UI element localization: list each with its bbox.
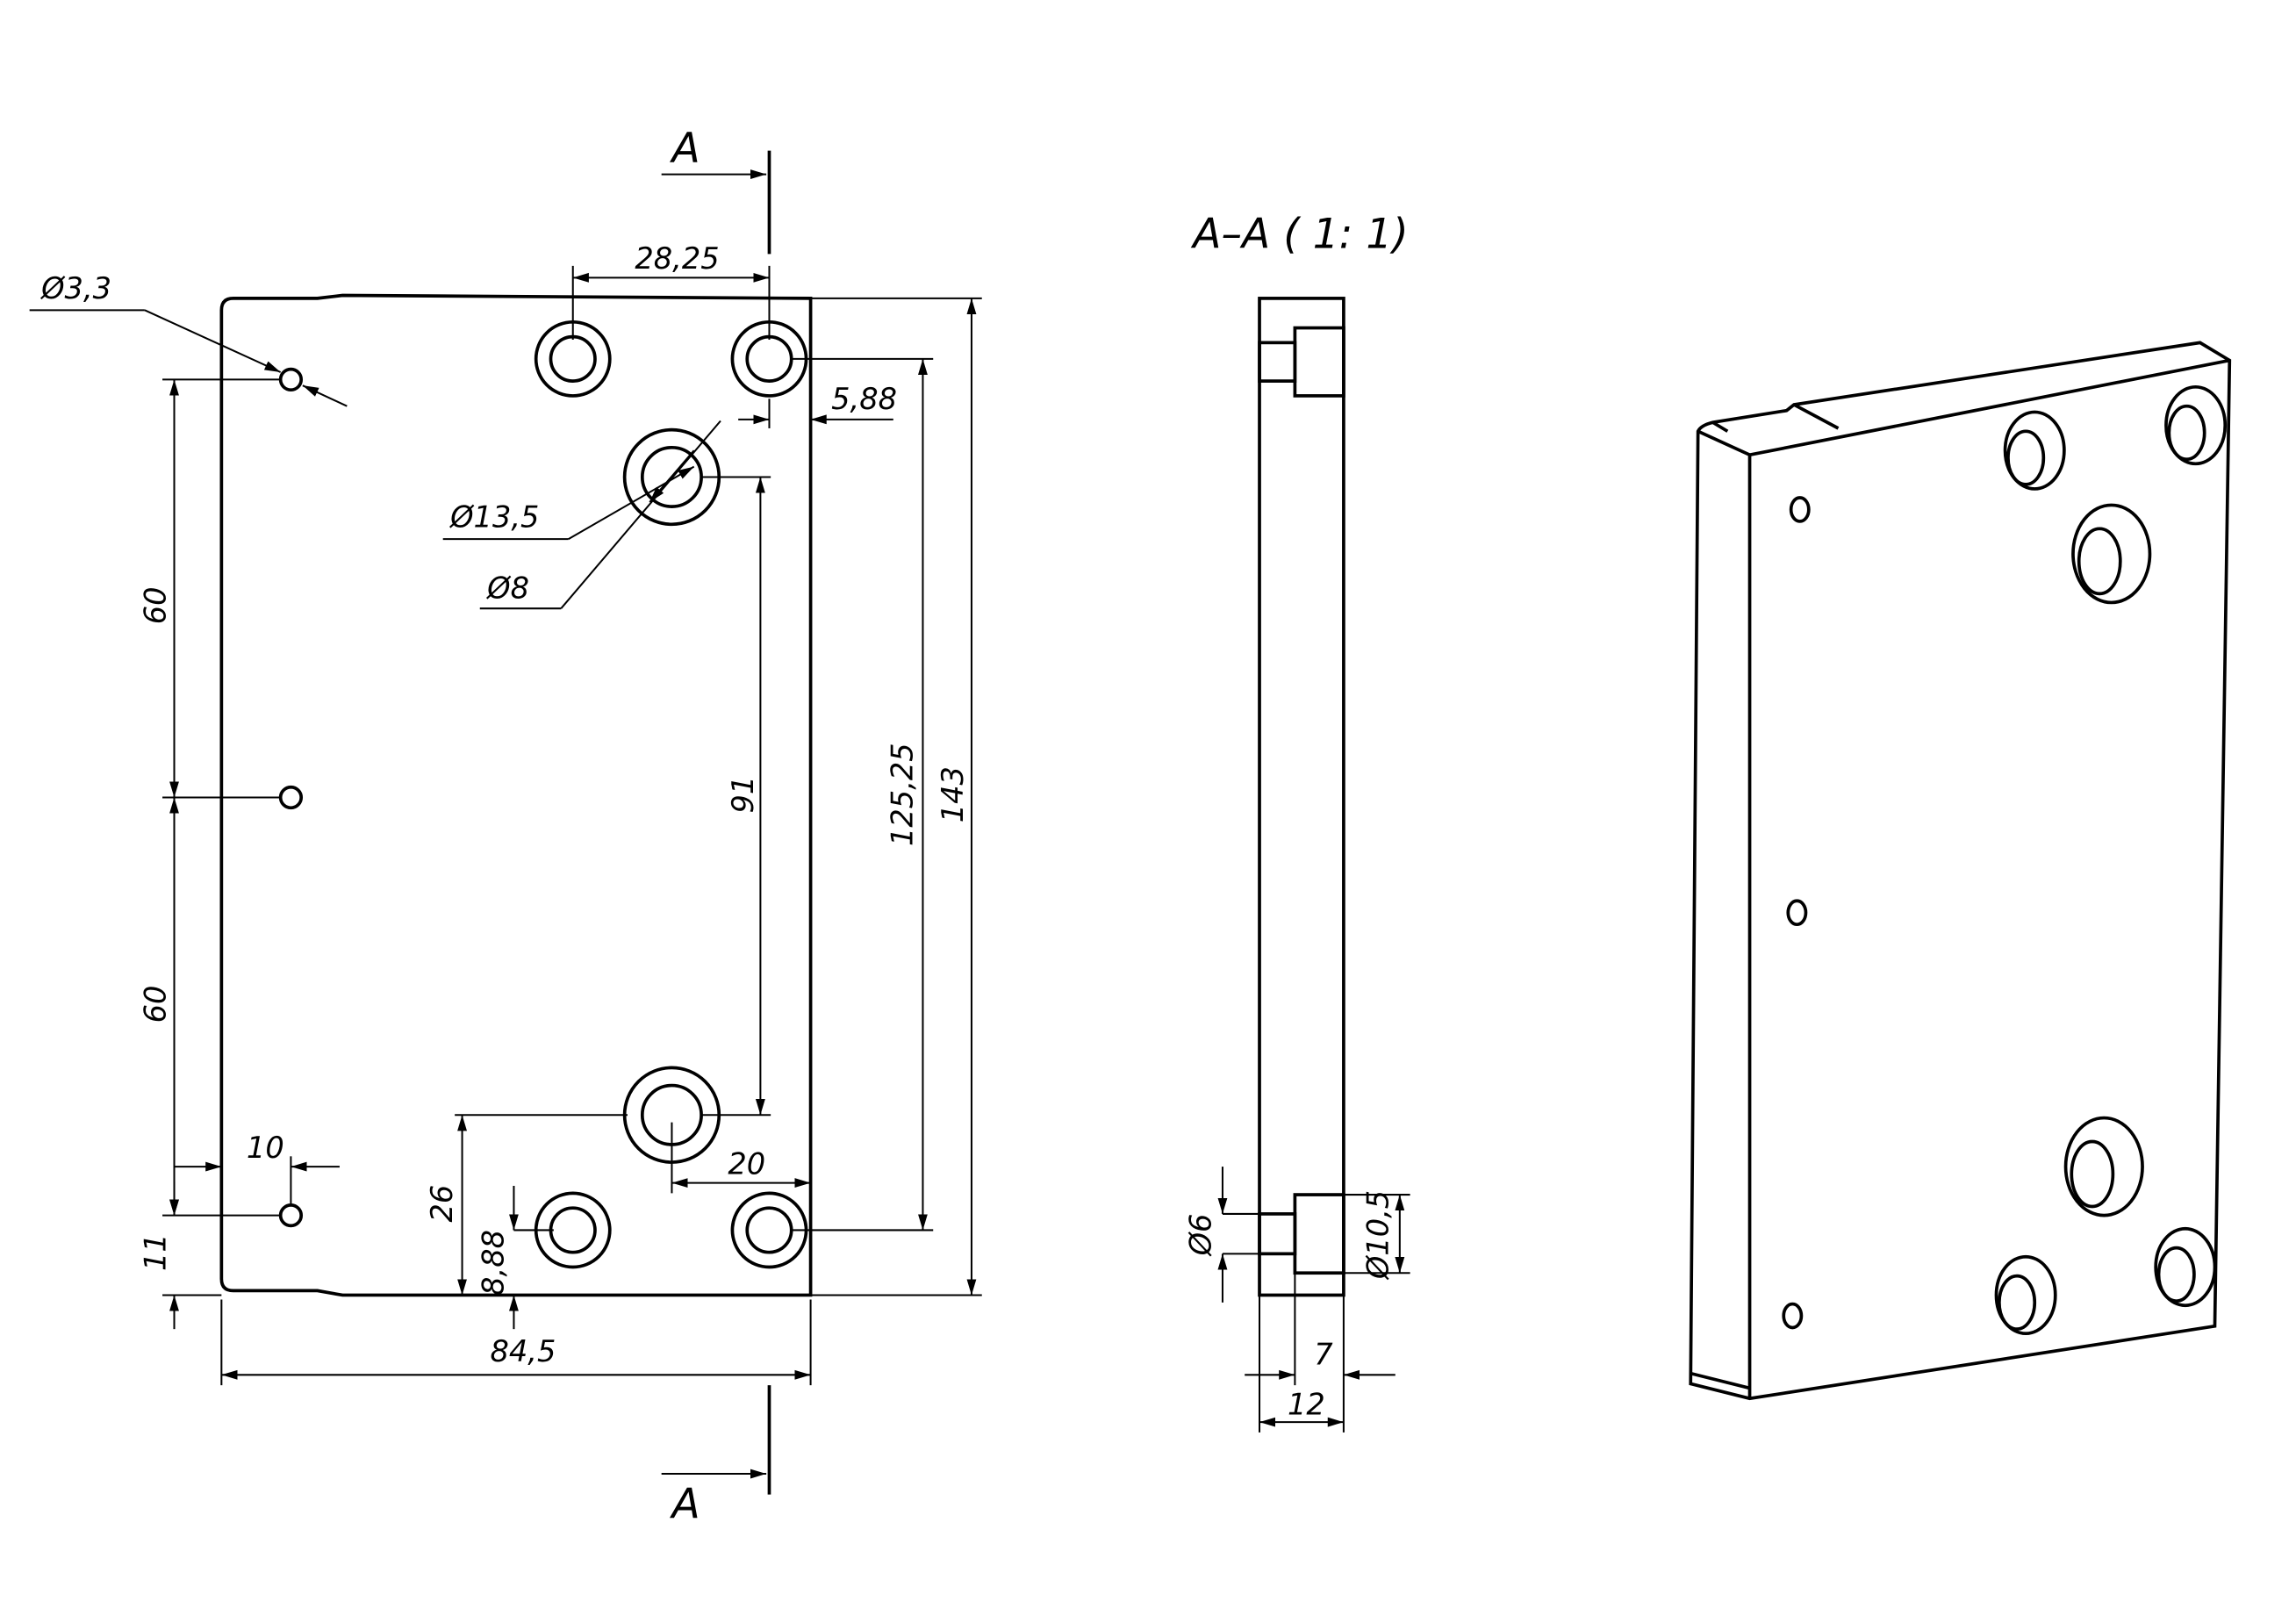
- dim-hole-6: Ø6: [1183, 1214, 1217, 1258]
- dim-12: 12: [1288, 1388, 1325, 1422]
- dim-28-25: 28,25: [635, 241, 719, 276]
- section-title: A–A ( 1: 1): [1190, 211, 1408, 259]
- section-label-bottom: A: [669, 1480, 700, 1528]
- dim-143: 143: [936, 766, 970, 822]
- isometric-view: [1689, 341, 2232, 1401]
- dim-125-25: 125,25: [886, 743, 920, 846]
- dim-91: 91: [726, 776, 760, 814]
- dim-hole-8: Ø8: [485, 571, 529, 605]
- section-marker-bottom: A: [661, 1385, 771, 1528]
- section-body: [1258, 297, 1345, 1297]
- dim-7: 7: [1314, 1338, 1333, 1372]
- dim-60-top: 60: [138, 586, 172, 624]
- dimension-texts: Ø3,3 28,25 5,88 Ø13,5 Ø8 60 60 91 125,25…: [39, 241, 970, 1368]
- front-view: A A: [29, 125, 982, 1528]
- section-label-top: A: [669, 125, 700, 173]
- dim-8-88: 8,88: [477, 1230, 511, 1296]
- dim-20: 20: [728, 1147, 765, 1181]
- dim-84-5: 84,5: [491, 1334, 556, 1368]
- plate-outline: [219, 293, 813, 1297]
- small-holes: [278, 367, 304, 1228]
- dim-60-bottom: 60: [138, 986, 172, 1023]
- dim-10: 10: [247, 1131, 284, 1165]
- dim-5-88: 5,88: [831, 382, 897, 416]
- dim-26: 26: [425, 1185, 459, 1223]
- section-marker-top: A: [661, 125, 771, 255]
- dim-hole-3-3: Ø3,3: [39, 271, 111, 305]
- dimension-lines: [29, 265, 982, 1386]
- dim-counterbore-10-5: Ø10,5: [1360, 1190, 1395, 1281]
- section-view: A–A ( 1: 1) Ø6 Ø10,5 7 12: [1183, 211, 1410, 1433]
- dim-11: 11: [138, 1233, 172, 1271]
- dim-counterbore-13-5: Ø13,5: [448, 500, 539, 535]
